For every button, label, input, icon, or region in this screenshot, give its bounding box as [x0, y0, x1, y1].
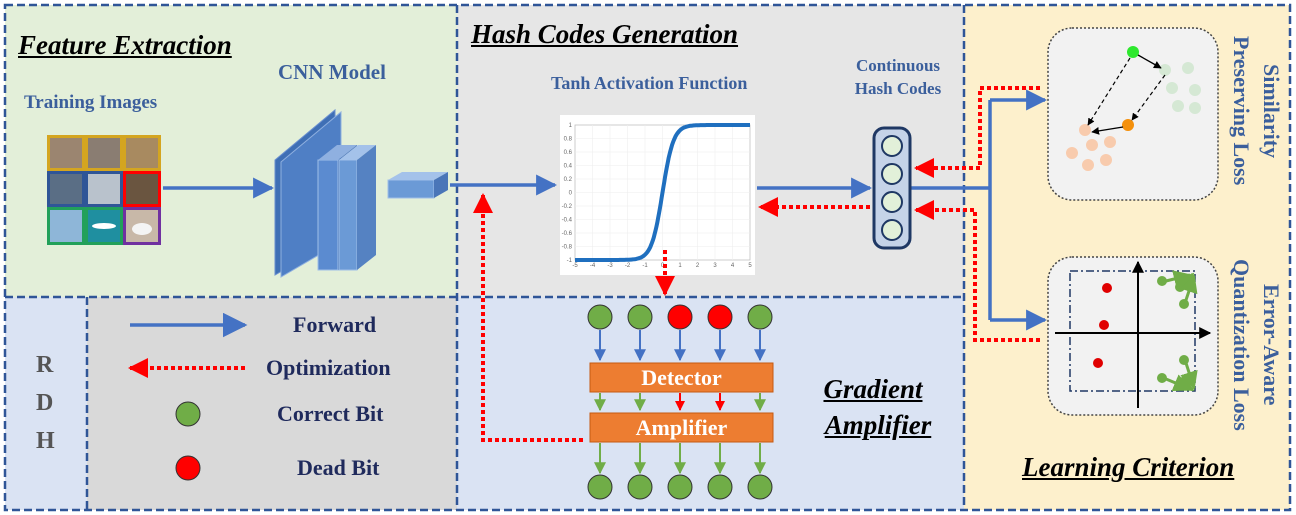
forward-arrows — [163, 89, 1048, 331]
section-borders — [3, 3, 1292, 512]
tanh-x-tick: 3 — [713, 263, 717, 269]
tanh-x-tick: -5 — [572, 263, 578, 269]
hash-code-vector — [872, 126, 912, 250]
cnn-model-blocks — [274, 108, 448, 278]
cnn-model-label: CNN Model — [278, 60, 386, 84]
gradient-amplifier-graph — [587, 304, 774, 500]
tanh-x-tick: -3 — [607, 263, 613, 269]
amplifier-module: Amplifier — [635, 415, 728, 440]
learning-criterion-title: Learning Criterion — [1022, 452, 1235, 482]
rdh-letter-d: D — [36, 390, 54, 416]
rdh-letter-h: H — [36, 428, 55, 454]
tanh-y-tick: -0.6 — [562, 231, 573, 237]
tanh-y-tick: -0.2 — [562, 204, 573, 210]
tanh-plot: -5 -4 -3 -2 -1 0 1 2 3 4 5 1 0.8 0.6 0.4 0.2 0 -0.2 -0.4 -… — [560, 115, 755, 275]
rdh-letter-r: R — [36, 352, 54, 378]
continuous-label-line2: Hash Codes — [854, 79, 942, 98]
similarity-loss-panel — [1047, 27, 1219, 201]
tanh-x-tick: -4 — [590, 263, 596, 269]
tanh-y-tick: 0.6 — [564, 150, 573, 156]
amp-input-bit-correct — [627, 304, 653, 330]
amp-output-bit-correct — [707, 474, 733, 500]
tanh-x-tick: 5 — [748, 263, 752, 269]
legend-optimization-label: Optimization — [266, 355, 391, 380]
tanh-x-ticks: -5 -4 -3 -2 -1 0 1 2 3 4 5 — [572, 263, 752, 269]
rdh-panel — [5, 297, 87, 510]
legend-correct-bit — [175, 401, 201, 427]
amp-input-bit-correct — [587, 304, 613, 330]
tanh-y-tick: 1 — [569, 123, 573, 129]
continuous-label-line1: Continuous — [855, 56, 941, 75]
tanh-x-tick: 0 — [661, 263, 665, 269]
tanh-y-tick: 0.4 — [564, 164, 573, 170]
legend-dead-bit — [175, 455, 201, 481]
tanh-y-tick: 0.2 — [564, 177, 573, 183]
tanh-label: Tanh Activation Function — [551, 73, 748, 93]
tanh-y-tick: -0.8 — [562, 245, 573, 251]
amp-output-bit-correct — [627, 474, 653, 500]
tanh-y-ticks: 1 0.8 0.6 0.4 0.2 0 -0.2 -0.4 -0.6 -0.8 -1 — [562, 123, 573, 264]
legend-graphics — [128, 312, 248, 481]
gradient-amplifier-panel — [457, 297, 964, 510]
training-images-grid — [47, 135, 161, 245]
amp-input-bit-dead — [707, 304, 733, 330]
tanh-x-tick: -2 — [625, 263, 631, 269]
quantization-loss-panel — [1047, 256, 1219, 416]
tanh-y-tick: -0.4 — [562, 218, 573, 224]
hash-codes-generation-title: Hash Codes Generation — [471, 19, 739, 49]
feature-extraction-title: Feature Extraction — [18, 30, 232, 60]
optimization-arrows — [473, 86, 1040, 442]
amp-output-bit-correct — [587, 474, 613, 500]
tanh-x-tick: 4 — [731, 263, 735, 269]
amp-input-bit-correct — [747, 304, 773, 330]
legend-dead-bit-label: Dead Bit — [297, 455, 380, 480]
tanh-curve — [575, 123, 750, 262]
legend-panel — [87, 297, 457, 510]
tanh-x-tick: -1 — [642, 263, 648, 269]
legend-forward-label: Forward — [293, 312, 377, 337]
detector-module: Detector — [641, 365, 722, 390]
training-images-label: Training Images — [24, 92, 158, 113]
gradient-amplifier-title-line1: Gradient — [823, 374, 923, 404]
tanh-x-tick: 2 — [696, 263, 700, 269]
legend-correct-bit-label: Correct Bit — [277, 401, 384, 426]
tanh-x-tick: 1 — [678, 263, 682, 269]
tanh-y-tick: 0.8 — [564, 137, 573, 143]
tanh-y-tick: -1 — [567, 258, 573, 264]
tanh-y-tick: 0 — [569, 191, 573, 197]
amp-input-bit-dead — [667, 304, 693, 330]
amp-output-bit-correct — [667, 474, 693, 500]
gradient-amplifier-title-line2: Amplifier — [824, 410, 932, 440]
amp-output-bit-correct — [747, 474, 773, 500]
